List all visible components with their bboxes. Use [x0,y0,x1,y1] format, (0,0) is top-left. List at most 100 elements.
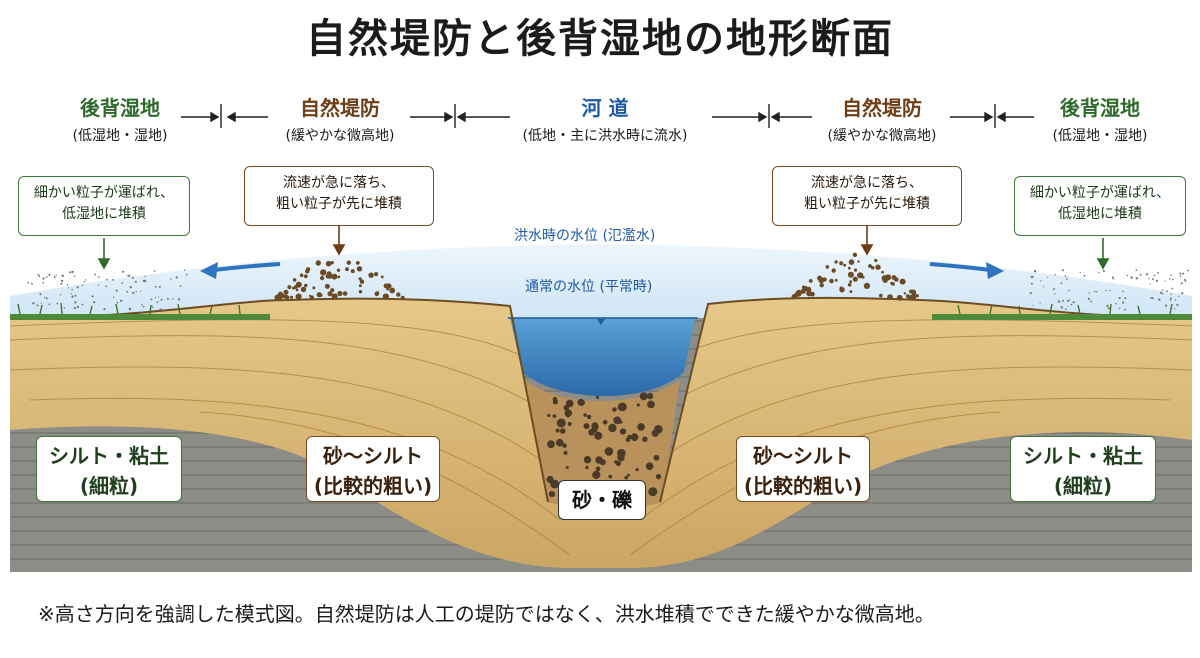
particle [585,465,589,470]
particle [567,422,572,426]
particle [615,460,622,467]
particle [548,491,556,498]
particle [300,286,307,293]
particle [81,303,84,306]
particle [320,276,325,281]
particle [144,275,146,278]
particle [602,419,608,425]
particle [637,423,645,431]
pointer-arrow-coarse-left [332,226,346,256]
label-line: 砂・礫 [572,488,632,512]
particle [1060,282,1063,285]
particle [177,298,181,301]
footnote: ※高さ方向を強調した模式図。自然堤防は人工の堤防ではなく、洪水堆積でできた緩やか… [38,602,935,626]
label-line: シルト・粘土 [49,444,169,468]
particle [126,290,128,293]
particle [40,302,42,304]
particle [1169,278,1171,280]
silt-clay-label-right: シルト・粘土 (細粒) [1010,436,1156,502]
particle [1105,289,1107,292]
particle [1174,308,1176,310]
callout-coarse-deposit-right: 流速が急に落ち、 粗い粒子が先に堆積 [772,166,962,226]
particle [1088,292,1090,294]
particle [1122,290,1124,293]
particle [71,295,74,298]
particle [158,285,161,288]
particle [1109,289,1111,292]
particle [834,278,838,282]
particle [1093,290,1096,293]
pointer-arrow-fine-left [97,238,111,270]
particle [1090,300,1093,303]
particle [822,277,827,282]
particle [552,399,559,405]
particle [76,286,79,289]
particle [849,290,853,293]
particle [336,268,341,272]
particle [1068,289,1070,292]
particle [1065,278,1068,280]
particle [648,487,658,497]
zone-levee-right: 自然堤防 (緩やかな微高地) [808,92,956,145]
particle [564,409,573,417]
particle [374,272,379,277]
particle [1046,276,1049,278]
particle [141,304,143,306]
particle [84,279,87,281]
particle [1153,274,1156,277]
particle [874,258,878,263]
particle [852,276,858,282]
particle [1070,303,1073,306]
particle [374,291,380,297]
particle [1139,273,1142,276]
particle [316,292,322,298]
particle [287,285,292,290]
particle [1184,280,1187,283]
grass-right [932,314,1192,320]
particle [36,304,39,307]
particle [1033,270,1037,273]
particle [308,294,312,298]
particle [1083,274,1086,277]
particle [134,280,137,283]
particle [295,281,302,288]
particle [74,275,76,277]
particle [1042,286,1045,288]
particle [327,291,333,297]
particle [38,275,40,278]
particle [304,283,308,288]
particle [1181,292,1184,295]
particle [1064,308,1067,311]
particle [115,289,118,292]
particle [159,308,162,311]
particle [1160,291,1163,295]
particle [140,290,142,293]
particle [1174,299,1177,301]
particle [330,261,334,265]
particle [295,288,299,292]
particle [355,261,360,265]
particle [1180,282,1183,285]
particle [1102,269,1105,272]
particle [624,475,628,480]
particle [42,277,45,280]
particle [560,428,566,434]
particle [604,447,614,456]
particle [594,431,603,440]
particle [97,284,100,286]
particle [324,283,330,289]
grass-left [10,314,270,320]
particle [53,275,56,277]
particle [1054,293,1056,295]
particle [879,293,883,298]
particle [154,297,157,299]
particle [358,290,363,294]
particle [577,398,585,406]
particle [1029,292,1032,295]
particle [799,290,802,293]
particle [121,282,124,284]
particle [135,291,137,293]
particle [396,292,401,297]
particle [1030,282,1033,285]
